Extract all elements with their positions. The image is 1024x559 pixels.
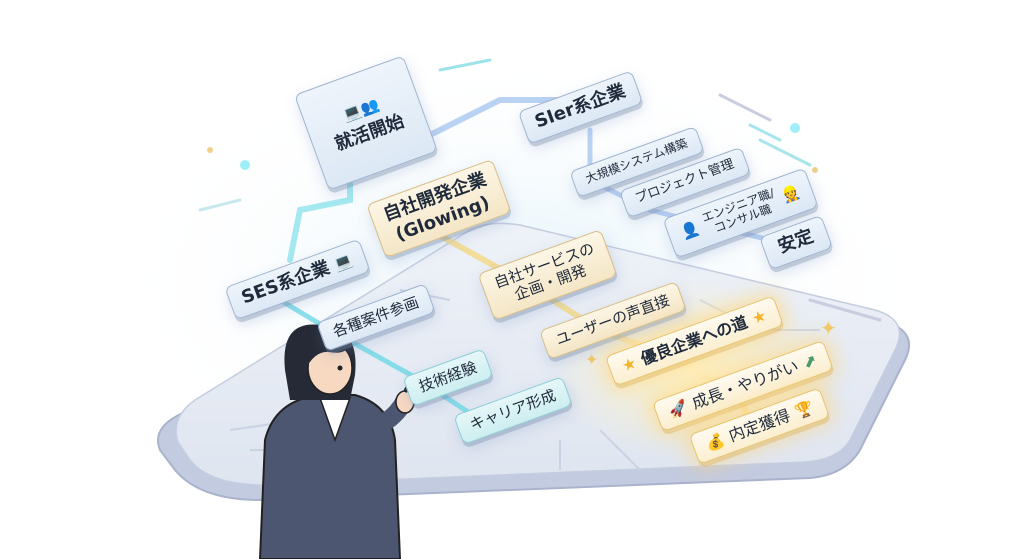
consultant-icon: 👷 (778, 182, 803, 206)
laptop-person-icon: 💻 (331, 250, 356, 274)
svg-text:✦: ✦ (585, 350, 598, 369)
star-icon: ★ (749, 305, 770, 329)
rocket-icon: 🚀 (666, 397, 691, 421)
star-icon: ★ (619, 352, 640, 376)
svg-text:✦: ✦ (820, 316, 837, 340)
money-bag-icon: 💰 (703, 430, 727, 454)
trophy-icon: 🏆 (792, 397, 816, 422)
up-arrow-icon: ⬈ (800, 349, 820, 373)
person-illustration (258, 324, 415, 559)
person-icon: 👤 (678, 218, 703, 243)
